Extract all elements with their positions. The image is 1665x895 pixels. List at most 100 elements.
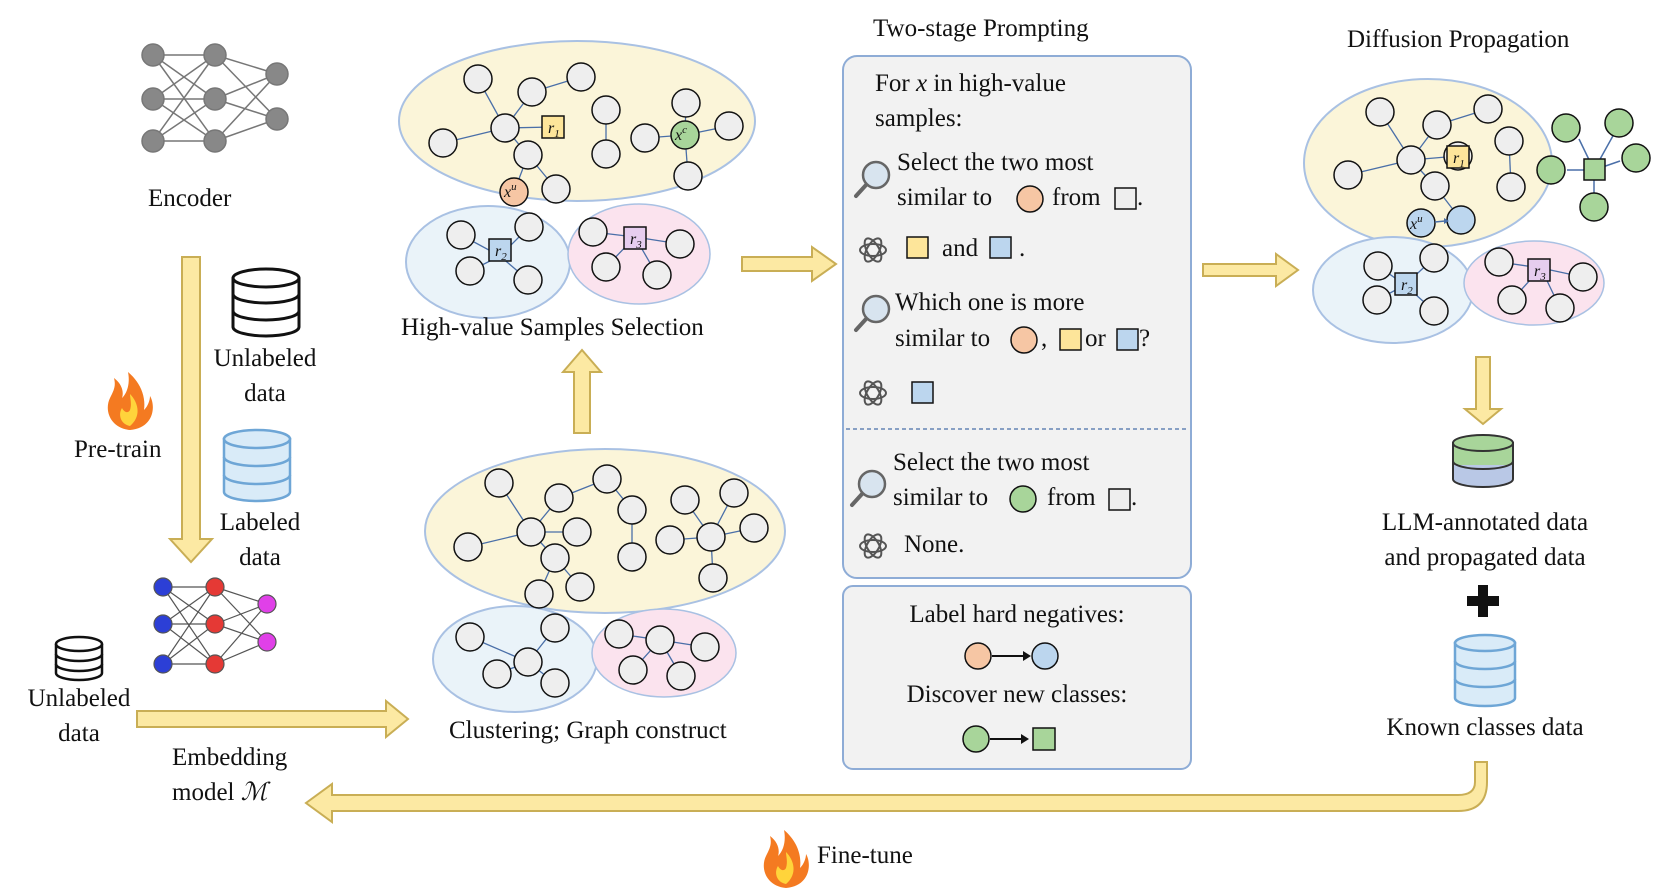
two-stage-title: Two-stage Prompting: [873, 15, 1089, 42]
llm-annotated-database-icon: [1452, 434, 1514, 488]
xc-label: xc: [674, 124, 687, 144]
labeled-label-1: Labeled: [219, 509, 301, 536]
search-icon: [854, 160, 891, 198]
gray-square-symbol: [1114, 187, 1137, 210]
encoder-label: Encoder: [148, 185, 232, 212]
xu-label: xu: [503, 181, 517, 201]
plus-icon: [1467, 585, 1499, 617]
q2-or: or: [1085, 325, 1106, 352]
graph-nodes-bottom: [453, 464, 769, 698]
yellow-square-symbol: [1059, 328, 1082, 351]
q2-line1: Which one is more: [895, 289, 1085, 316]
unlabeled-database-icon: [231, 267, 301, 338]
diffusion-nodes: [1333, 94, 1598, 326]
new-class-from: [962, 725, 990, 753]
embedding-network-icon: [153, 577, 277, 674]
hard-negative-to: [1031, 642, 1059, 670]
llm-data-label-2: and propagated data: [1384, 544, 1586, 571]
node-xc: [670, 120, 700, 150]
q2-end: ?: [1139, 325, 1151, 352]
q3-line1: Select the two most: [893, 449, 1090, 476]
llm-data-label-1: LLM-annotated data: [1381, 509, 1589, 536]
rep-r2-label: r2: [495, 243, 507, 263]
q2-comma: ,: [1041, 325, 1048, 352]
labeled-database-icon: [222, 428, 292, 503]
diffusion-r2: [1394, 272, 1418, 296]
hard-negatives-label: Label hard negatives:: [909, 601, 1125, 628]
orange-node-symbol: [1016, 185, 1044, 213]
search-icon: [850, 469, 887, 507]
q1-line2b: from: [1052, 184, 1101, 211]
q1-end: .: [1137, 184, 1144, 211]
rep-r1: [541, 115, 565, 139]
diffusion-r2-label: r2: [1401, 277, 1413, 297]
q3-line2b: from: [1047, 484, 1096, 511]
embed-to-cluster-arrow: [136, 698, 410, 740]
gray-square-symbol: [1108, 488, 1131, 511]
diffusion-blue-node: [1446, 205, 1476, 235]
blue-square-symbol: [911, 381, 934, 404]
unlabeled-label-1: Unlabeled: [213, 345, 317, 372]
labeled-label-2: data: [239, 544, 281, 571]
unlabeled-label-2: data: [244, 380, 286, 407]
a1-and: and: [942, 235, 979, 262]
diffusion-r1-label: r1: [1453, 150, 1465, 170]
prompt-to-diffusion-arrow: [1202, 252, 1300, 288]
q1-line1: Select the two most: [897, 149, 1094, 176]
diffusion-r1: [1446, 145, 1470, 169]
fire-icon: [763, 830, 809, 888]
diffusion-xu-label: xu: [1409, 213, 1423, 233]
prompt-intro-line1: For x in high-value: [875, 70, 1066, 97]
llm-icon: [859, 380, 887, 406]
small-database-icon: [54, 635, 104, 682]
rep-r3-label: r3: [630, 231, 642, 251]
green-node-symbol: [1009, 485, 1037, 513]
orange-node-symbol: [1010, 326, 1038, 354]
graph-nodes-top: [428, 62, 744, 295]
finetune-label: Fine-tune: [817, 842, 913, 869]
prompt-intro-line2: samples:: [875, 105, 963, 132]
diffusion-r3-label: r3: [1534, 263, 1546, 283]
embedding-label-1: Embedding: [172, 744, 288, 771]
encoder-network-icon: [141, 43, 289, 153]
cluster-to-selection-arrow: [560, 348, 604, 434]
pretrain-label: Pre-train: [74, 436, 162, 463]
q1-line2a: similar to: [897, 184, 993, 211]
new-class-to: [1032, 727, 1056, 751]
embedding-label-2: model ℳ: [172, 779, 268, 806]
selection-to-prompt-arrow: [741, 245, 838, 283]
search-icon: [854, 294, 891, 332]
blue-square-symbol: [1116, 328, 1139, 351]
yellow-square-symbol: [906, 236, 929, 259]
hard-negative-from: [964, 642, 992, 670]
prompt-panel: [842, 55, 1192, 579]
q2-line2a: similar to: [895, 325, 991, 352]
q3-line2a: similar to: [893, 484, 989, 511]
diffusion-green-cluster: [1536, 108, 1651, 222]
rep-r1-label: r1: [548, 120, 560, 140]
result-panel: [842, 585, 1192, 770]
finetune-return-arrow: [304, 761, 1488, 824]
llm-icon: [859, 237, 887, 263]
clustering-label: Clustering; Graph construct: [449, 717, 727, 744]
unlabeled-small-label-2: data: [58, 720, 100, 747]
embedding-symbol: ℳ: [240, 779, 268, 806]
high-value-label: High-value Samples Selection: [401, 314, 704, 341]
known-classes-database-icon: [1453, 633, 1517, 708]
rep-r2: [488, 238, 512, 262]
q3-end: .: [1131, 484, 1138, 511]
node-xu: [499, 177, 529, 207]
fire-icon: [107, 372, 153, 430]
a3-none: None.: [904, 531, 965, 558]
known-classes-label: Known classes data: [1386, 714, 1584, 741]
diffusion-blue: [1312, 236, 1474, 344]
diffusion-xu-node: [1406, 208, 1436, 238]
diffusion-title: Diffusion Propagation: [1347, 26, 1570, 53]
rep-r3: [623, 226, 647, 250]
diffusion-down-arrow: [1462, 356, 1504, 426]
diffusion-r3: [1527, 258, 1551, 282]
pretrain-arrow: [167, 256, 215, 564]
blue-square-symbol: [989, 236, 1012, 259]
a1-end: .: [1019, 235, 1026, 262]
